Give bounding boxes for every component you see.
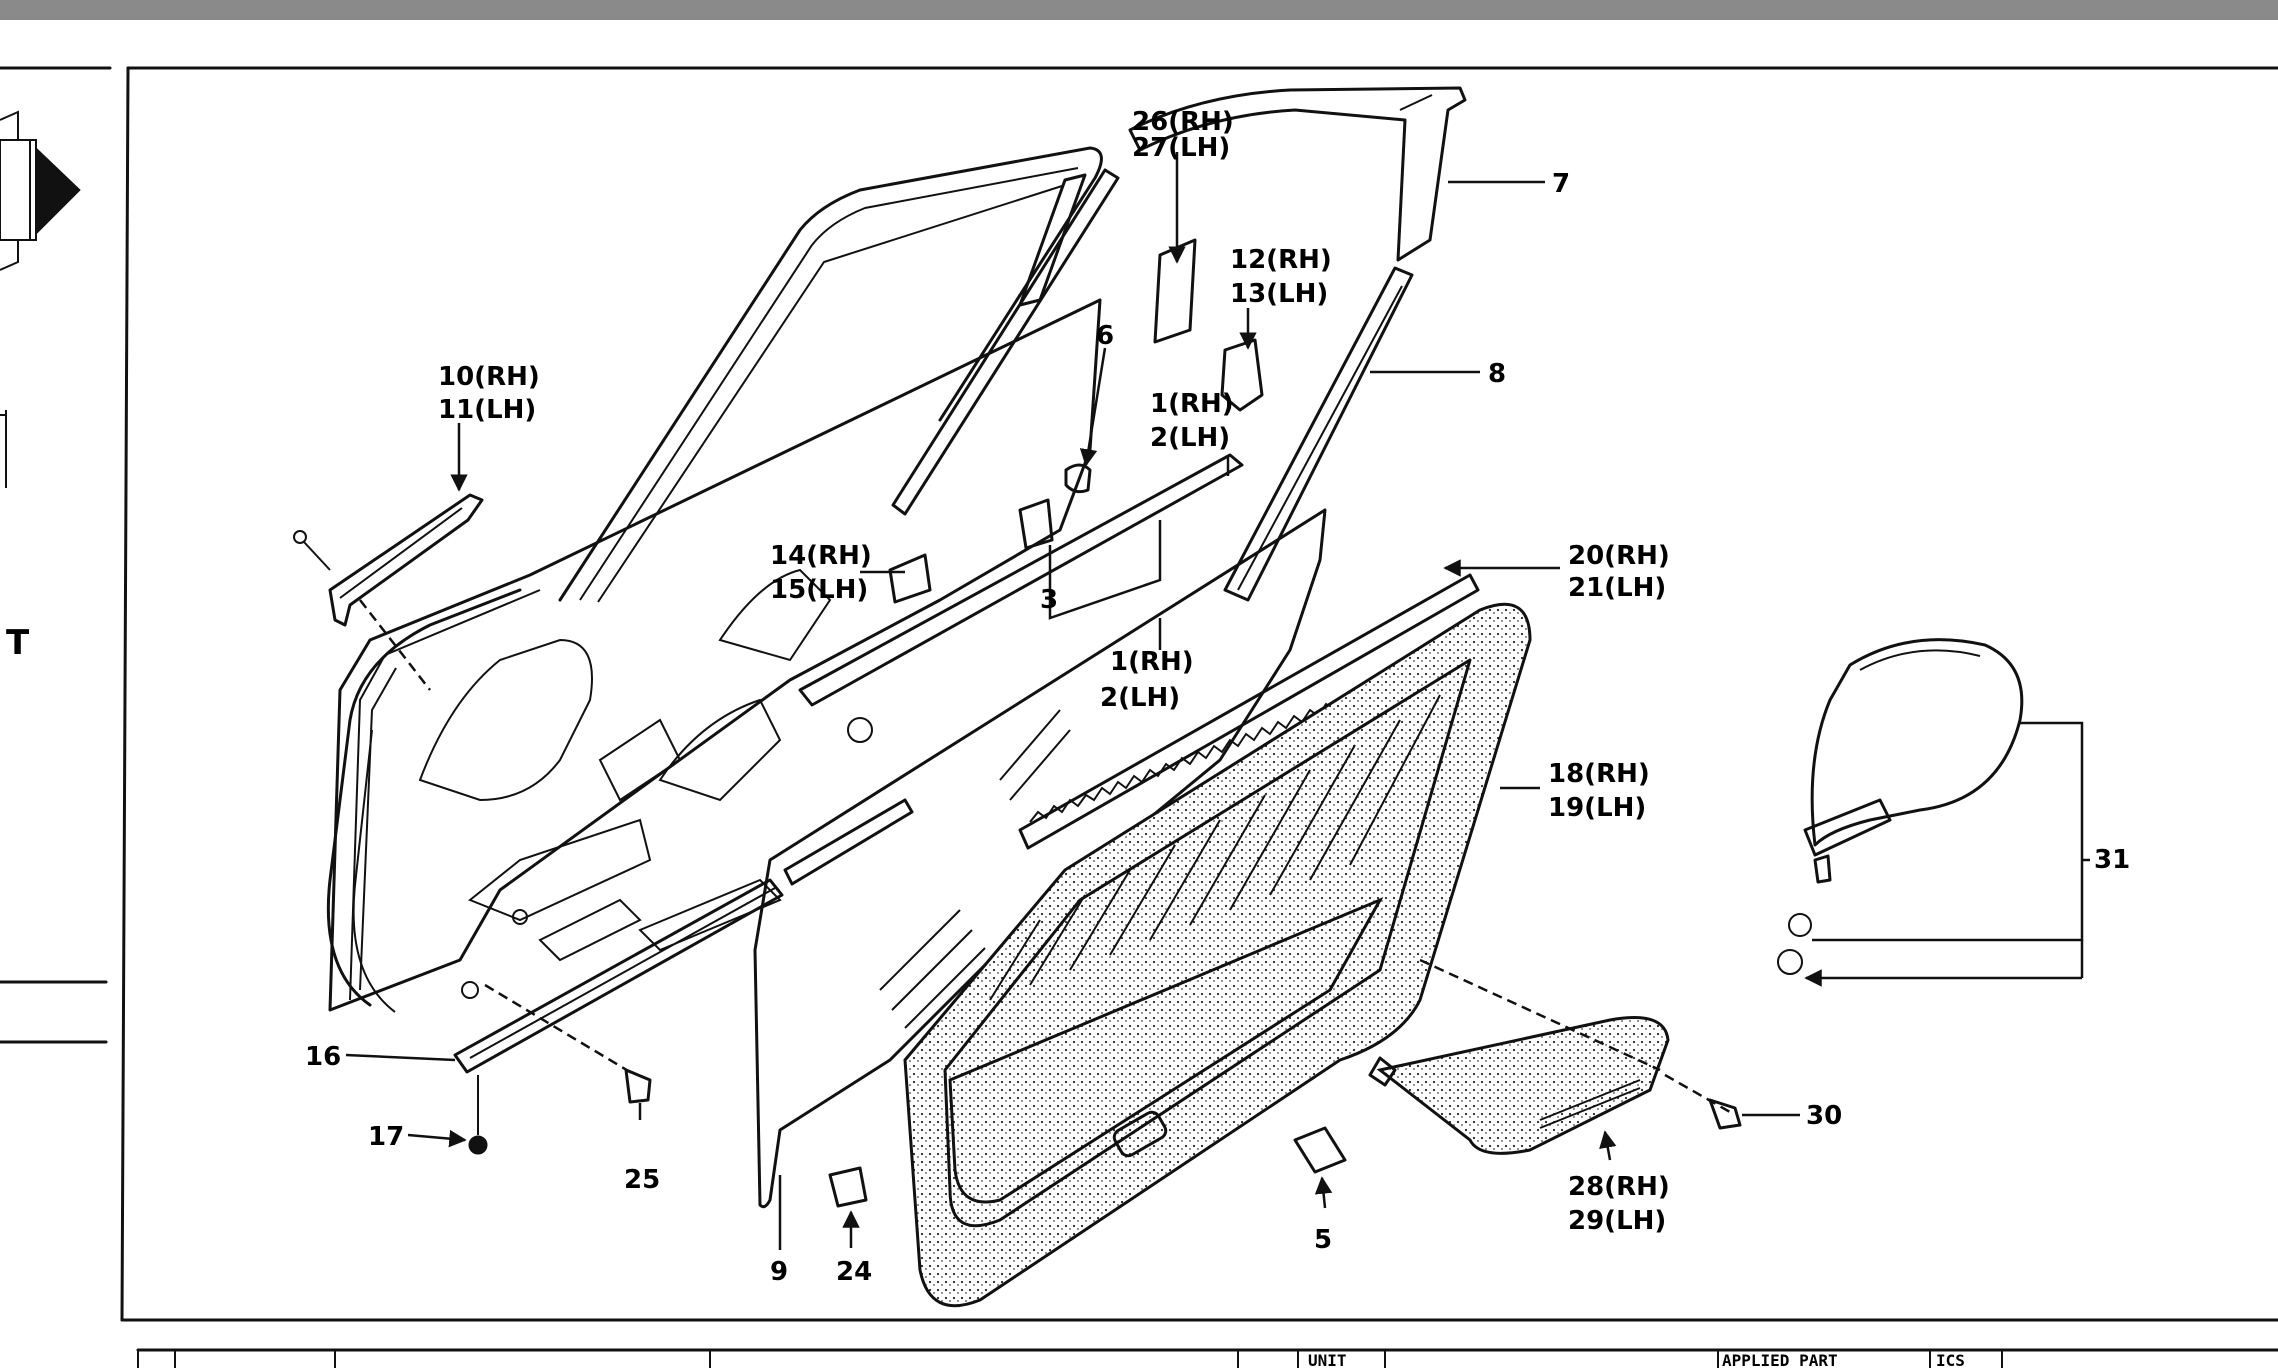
parts-table-header: UNIT APPLIED PART ICS	[136, 1348, 2278, 1368]
callout-20-line1: 20(RH)	[1568, 541, 1670, 571]
part-6-bumper	[1064, 463, 1092, 494]
callout-25: 25	[624, 1165, 660, 1195]
callout-26-line1: 26(RH)	[1132, 107, 1234, 137]
part-25-bolt	[484, 983, 652, 1104]
part-10-11-bracket	[293, 493, 484, 691]
part-24-clip	[828, 1166, 868, 1208]
part-14-15-handle	[888, 553, 932, 604]
callout-8: 8	[1488, 359, 1506, 389]
part-31-mirror	[1777, 638, 2024, 975]
left-index-panel: T	[0, 66, 112, 1044]
callout-16: 16	[305, 1042, 341, 1072]
part-17-clip	[468, 1075, 488, 1155]
callout-1-top-line2: 2(LH)	[1150, 423, 1230, 453]
callout-18-line1: 18(RH)	[1548, 759, 1650, 789]
callout-30: 30	[1806, 1101, 1842, 1131]
part-30-screw	[1664, 1073, 1742, 1130]
callout-18-line2: 19(LH)	[1548, 793, 1646, 823]
part-26-27-bracket	[1153, 238, 1197, 344]
callout-20-line2: 21(LH)	[1568, 573, 1666, 603]
callout-12-line1: 12(RH)	[1230, 245, 1332, 275]
part-16-bar	[453, 878, 784, 1074]
callout-24: 24	[836, 1257, 872, 1287]
part-3-clip	[1018, 498, 1054, 550]
top-gray-band	[0, 0, 2278, 20]
callout-14-line1: 14(RH)	[770, 541, 872, 571]
part-18-19-trim-panel	[903, 602, 1532, 1308]
callout-10-line1: 10(RH)	[438, 362, 540, 392]
callout-7: 7	[1552, 169, 1570, 199]
callout-6: 6	[1096, 321, 1114, 351]
callout-31: 31	[2094, 845, 2130, 875]
table-col-applied: APPLIED PART	[1722, 1351, 1838, 1368]
part-9-glass	[753, 508, 1327, 1209]
trim-ribs	[989, 694, 1441, 1001]
callout-14-line2: 15(LH)	[770, 575, 868, 605]
callout-labels: 26(RH) 27(LH) 7 12(RH) 13(LH) 6 8 10(RH)…	[305, 107, 2130, 1287]
callout-5: 5	[1314, 1225, 1332, 1255]
part-8-run-channel	[1223, 266, 1414, 602]
next-page-arrow-icon[interactable]	[35, 146, 81, 236]
part-28-29-armrest	[1368, 958, 1670, 1155]
table-col-qty: ICS	[1936, 1351, 1965, 1368]
callout-26-line2: 27(LH)	[1132, 133, 1230, 163]
callout-12-line2: 13(LH)	[1230, 279, 1328, 309]
callout-3: 3	[1040, 585, 1058, 615]
part-7-run-channel	[1128, 86, 1467, 262]
table-col-unit: UNIT	[1308, 1351, 1347, 1368]
callout-17: 17	[368, 1122, 404, 1152]
callout-1-top-line1: 1(RH)	[1150, 389, 1234, 419]
callout-10-line2: 11(LH)	[438, 395, 536, 425]
sash-channel	[891, 168, 1120, 516]
sidebar-letter: T	[6, 623, 30, 663]
callout-28-line1: 28(RH)	[1568, 1172, 1670, 1202]
callout-28-line2: 29(LH)	[1568, 1206, 1666, 1236]
callout-1-bottom-line1: 1(RH)	[1110, 647, 1194, 677]
callout-9: 9	[770, 1257, 788, 1287]
leader-lines	[345, 152, 2090, 1250]
part-5-clip	[1293, 1126, 1347, 1174]
diagram-frame	[120, 66, 2278, 1322]
part-1-2-outer-strip	[798, 453, 1244, 707]
callout-1-bottom-line2: 2(LH)	[1100, 683, 1180, 713]
